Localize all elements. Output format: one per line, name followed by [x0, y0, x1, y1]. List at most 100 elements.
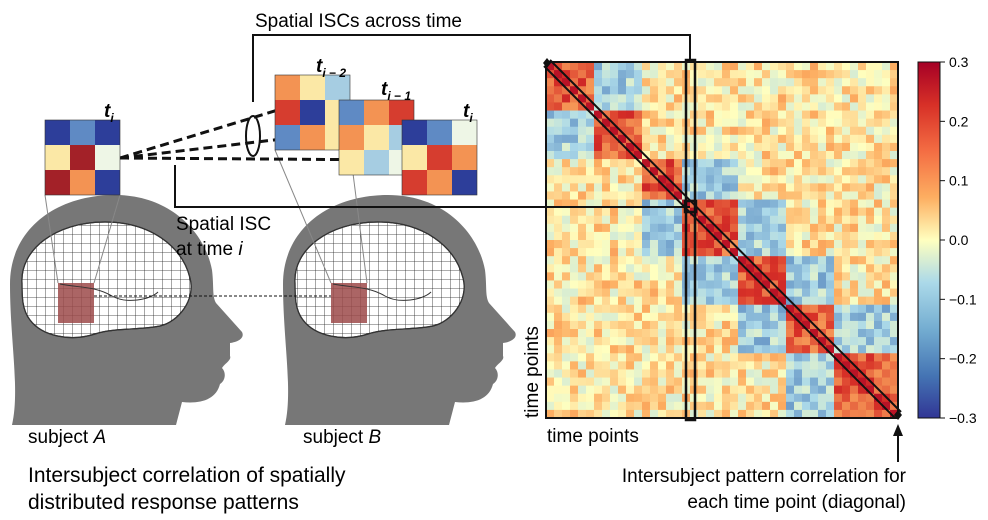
similarity-cell — [666, 191, 675, 200]
similarity-cell — [786, 385, 795, 395]
similarity-cell — [562, 361, 571, 370]
similarity-cell — [706, 167, 715, 176]
similarity-cell — [818, 256, 827, 265]
similarity-cell — [546, 256, 555, 265]
similarity-cell — [650, 288, 659, 298]
similarity-cell — [610, 256, 619, 265]
similarity-cell — [650, 256, 659, 265]
similarity-cell — [770, 118, 779, 128]
similarity-cell — [666, 231, 675, 241]
similarity-cell — [746, 70, 755, 79]
similarity-cell — [602, 118, 611, 128]
similarity-cell — [706, 175, 715, 184]
colorbar-tick-label: −0.3 — [949, 410, 977, 426]
similarity-cell — [826, 385, 835, 395]
similarity-cell — [562, 191, 571, 200]
similarity-cell — [674, 231, 683, 241]
similarity-cell — [634, 353, 643, 362]
similarity-cell — [650, 264, 659, 273]
similarity-cell — [786, 207, 795, 217]
similarity-cell — [586, 240, 595, 249]
similarity-cell — [698, 94, 707, 103]
similarity-cell — [642, 159, 651, 168]
similarity-cell — [610, 159, 619, 168]
similarity-cell — [762, 183, 771, 192]
similarity-cell — [658, 231, 667, 241]
similarity-cell — [626, 183, 635, 192]
similarity-cell — [770, 94, 779, 103]
similarity-cell — [658, 385, 667, 395]
similarity-cell — [730, 142, 739, 152]
similarity-cell — [746, 102, 755, 111]
similarity-cell — [858, 401, 867, 411]
similarity-cell — [738, 118, 747, 128]
similarity-cell — [618, 70, 627, 79]
similarity-cell — [618, 329, 627, 338]
colorbar-ticks: 0.30.20.10.0−0.1−0.2−0.3 — [940, 54, 977, 426]
similarity-cell — [570, 296, 579, 306]
similarity-cell — [746, 337, 755, 346]
similarity-cell — [770, 110, 779, 120]
similarity-cell — [802, 401, 811, 411]
similarity-cell — [554, 361, 563, 370]
similarity-cell — [554, 288, 563, 298]
similarity-cell — [626, 409, 635, 418]
similarity-cell — [778, 377, 787, 387]
similarity-cell — [618, 78, 627, 87]
similarity-cell — [730, 191, 739, 200]
similarity-cell — [794, 62, 803, 71]
similarity-cell — [666, 296, 675, 306]
similarity-cell — [674, 337, 683, 346]
similarity-cell — [570, 353, 579, 362]
similarity-cell — [738, 62, 747, 71]
similarity-cell — [826, 207, 835, 217]
similarity-cell — [666, 207, 675, 217]
similarity-cell — [858, 337, 867, 346]
similarity-cell — [890, 264, 898, 273]
similarity-cell — [802, 369, 811, 378]
similarity-cell — [890, 191, 898, 200]
similarity-cell — [882, 151, 891, 160]
similarity-cell — [706, 256, 715, 265]
similarity-cell — [770, 401, 779, 411]
similarity-cell — [674, 288, 683, 298]
similarity-cell — [626, 369, 635, 378]
similarity-cell — [570, 385, 579, 395]
similarity-cell — [586, 256, 595, 265]
projection-lines — [44, 149, 368, 284]
similarity-cell — [546, 272, 555, 281]
similarity-cell — [842, 70, 851, 79]
similarity-cell — [650, 296, 659, 306]
similarity-cell — [658, 199, 667, 209]
similarity-cell — [834, 240, 843, 249]
similarity-cell — [666, 312, 675, 322]
similarity-cell — [834, 110, 843, 120]
similarity-cell — [754, 223, 763, 233]
similarity-cell — [746, 86, 755, 95]
similarity-cell — [722, 361, 731, 370]
similarity-cell — [642, 183, 651, 192]
similarity-cell — [858, 183, 867, 192]
similarity-cell — [754, 110, 763, 120]
similarity-cell — [642, 231, 651, 241]
similarity-cell — [554, 385, 563, 395]
similarity-cell — [674, 240, 683, 249]
similarity-cell — [754, 353, 763, 362]
similarity-cell — [674, 377, 683, 387]
similarity-cell — [738, 288, 747, 298]
similarity-cell — [618, 191, 627, 200]
similarity-cell — [874, 118, 883, 128]
similarity-cell — [586, 151, 595, 160]
similarity-cell — [634, 78, 643, 87]
similarity-cell — [698, 280, 707, 289]
similarity-cell — [642, 207, 651, 217]
similarity-cell — [714, 312, 723, 322]
similarity-cell — [786, 337, 795, 346]
similarity-cell — [834, 126, 843, 136]
similarity-cell — [754, 240, 763, 249]
similarity-cell — [874, 223, 883, 233]
similarity-cell — [570, 70, 579, 79]
similarity-cell — [642, 86, 651, 95]
similarity-cell — [802, 223, 811, 233]
similarity-cell — [722, 86, 731, 95]
